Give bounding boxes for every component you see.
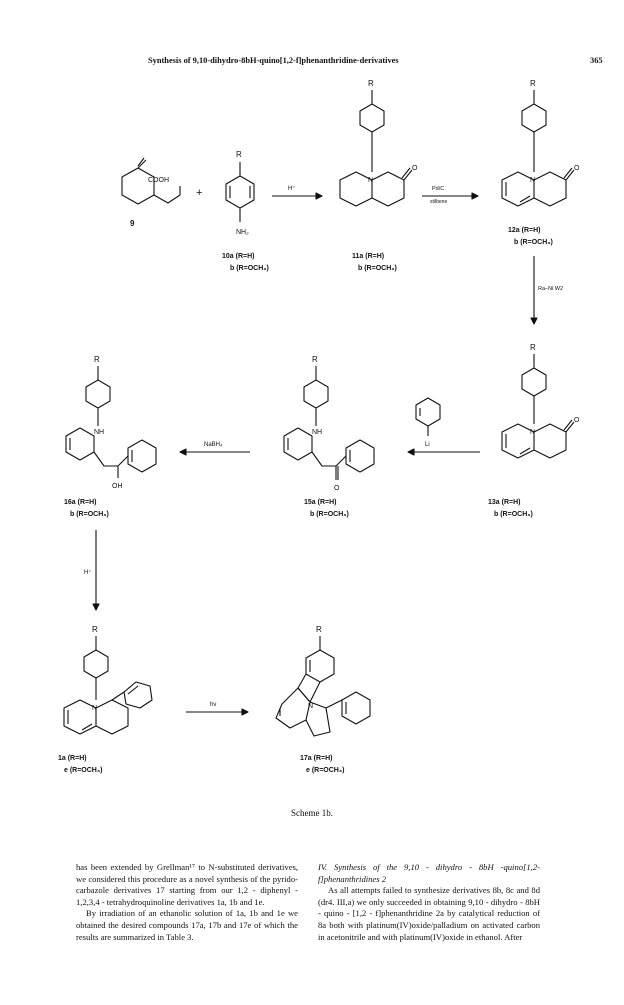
reagent-acid: H⁺ [288,185,296,192]
reagent-nabh4: NaBH₄ [204,442,223,448]
o-label: O [334,485,340,492]
compound-12-structure [501,90,575,207]
compound-15-structure [283,366,375,480]
left-column: has been extended by Grellman¹⁷ to N-sub… [76,862,298,943]
n-label: N [308,703,313,710]
label-15a: 15a (R=H) [304,499,336,506]
label-11b: b (R=OCH₃) [358,265,397,272]
reagent-hv: hν [210,702,216,708]
o-label: O [412,165,418,172]
label-12b: b (R=OCH₃) [514,239,553,246]
r-label: R [312,355,318,364]
label-13b: b (R=OCH₃) [494,511,533,518]
right-column: IV. Synthesis of the 9,10 - dihydro - 8b… [318,862,540,943]
r-label: R [530,343,536,352]
nh-label: NH [94,429,104,436]
plus-sign: + [196,187,202,199]
reagent-raney: Ra–Ni W2 [538,286,563,292]
r-label: R [94,355,100,364]
compound-10-structure [225,162,255,222]
compound-11-structure [339,90,413,207]
r-label: R [92,625,98,634]
n-label: N [530,429,535,436]
n-label: N [530,177,535,184]
label-1a: 1a (R=H) [58,755,87,762]
phenyllithium-structure [415,397,441,436]
label-17e: e (R=OCH₃) [306,767,344,774]
reagent-phenyllithium: Li [425,442,430,448]
r-label: R [236,150,242,159]
scheme-caption: Scheme 1b. [291,808,333,818]
label-9: 9 [130,219,135,228]
label-1e: e (R=OCH₃) [64,767,102,774]
paragraph: By irradiation of an ethanolic solution … [76,908,298,942]
r-label: R [368,79,374,88]
label-10a: 10a (R=H) [222,253,254,260]
paragraph: As all attempts failed to synthesize der… [318,885,540,942]
label-12a: 12a (R=H) [508,227,540,234]
label-13a: 13a (R=H) [488,499,520,506]
n-label: N [92,705,97,712]
reagent-stilbene: stilbene [430,199,447,205]
o-label: O [574,417,580,424]
nh-label: NH [312,429,322,436]
compound-13-structure [501,354,575,459]
section-heading: IV. Synthesis of the 9,10 - dihydro - 8b… [318,862,540,884]
label-15b: b (R=OCH₃) [310,511,349,518]
label-11a: 11a (R=H) [352,253,384,260]
paragraph: has been extended by Grellman¹⁷ to N-sub… [76,862,298,907]
compound-16-structure [65,366,157,478]
cooh-label: COOH [148,177,169,184]
oh-label: OH [112,483,123,490]
o-label: O [574,165,580,172]
label-10b: b (R=OCH₃) [230,265,269,272]
compound-9-structure: COOH [121,157,181,205]
label-16b: b (R=OCH₃) [70,511,109,518]
reagent-pd-c: Pd/C [432,186,444,192]
r-label: R [530,79,536,88]
compound-1-structure [63,636,153,735]
compound-17-structure [275,636,371,737]
label-16a: 16a (R=H) [64,499,96,506]
reagent-acid-2: H⁺ [84,569,92,576]
n-label: N [368,177,373,184]
page-number: 365 [590,56,603,65]
reaction-scheme: COOH 9 + R NH₂ 10a (R=H) b (R=OCH₃) H⁺ R… [58,79,580,774]
r-label: R [316,625,322,634]
running-title: Synthesis of 9,10-dihydro-8bH-quino[1,2-… [148,56,399,65]
nh2-label: NH₂ [236,229,249,236]
label-17a: 17a (R=H) [300,755,332,762]
